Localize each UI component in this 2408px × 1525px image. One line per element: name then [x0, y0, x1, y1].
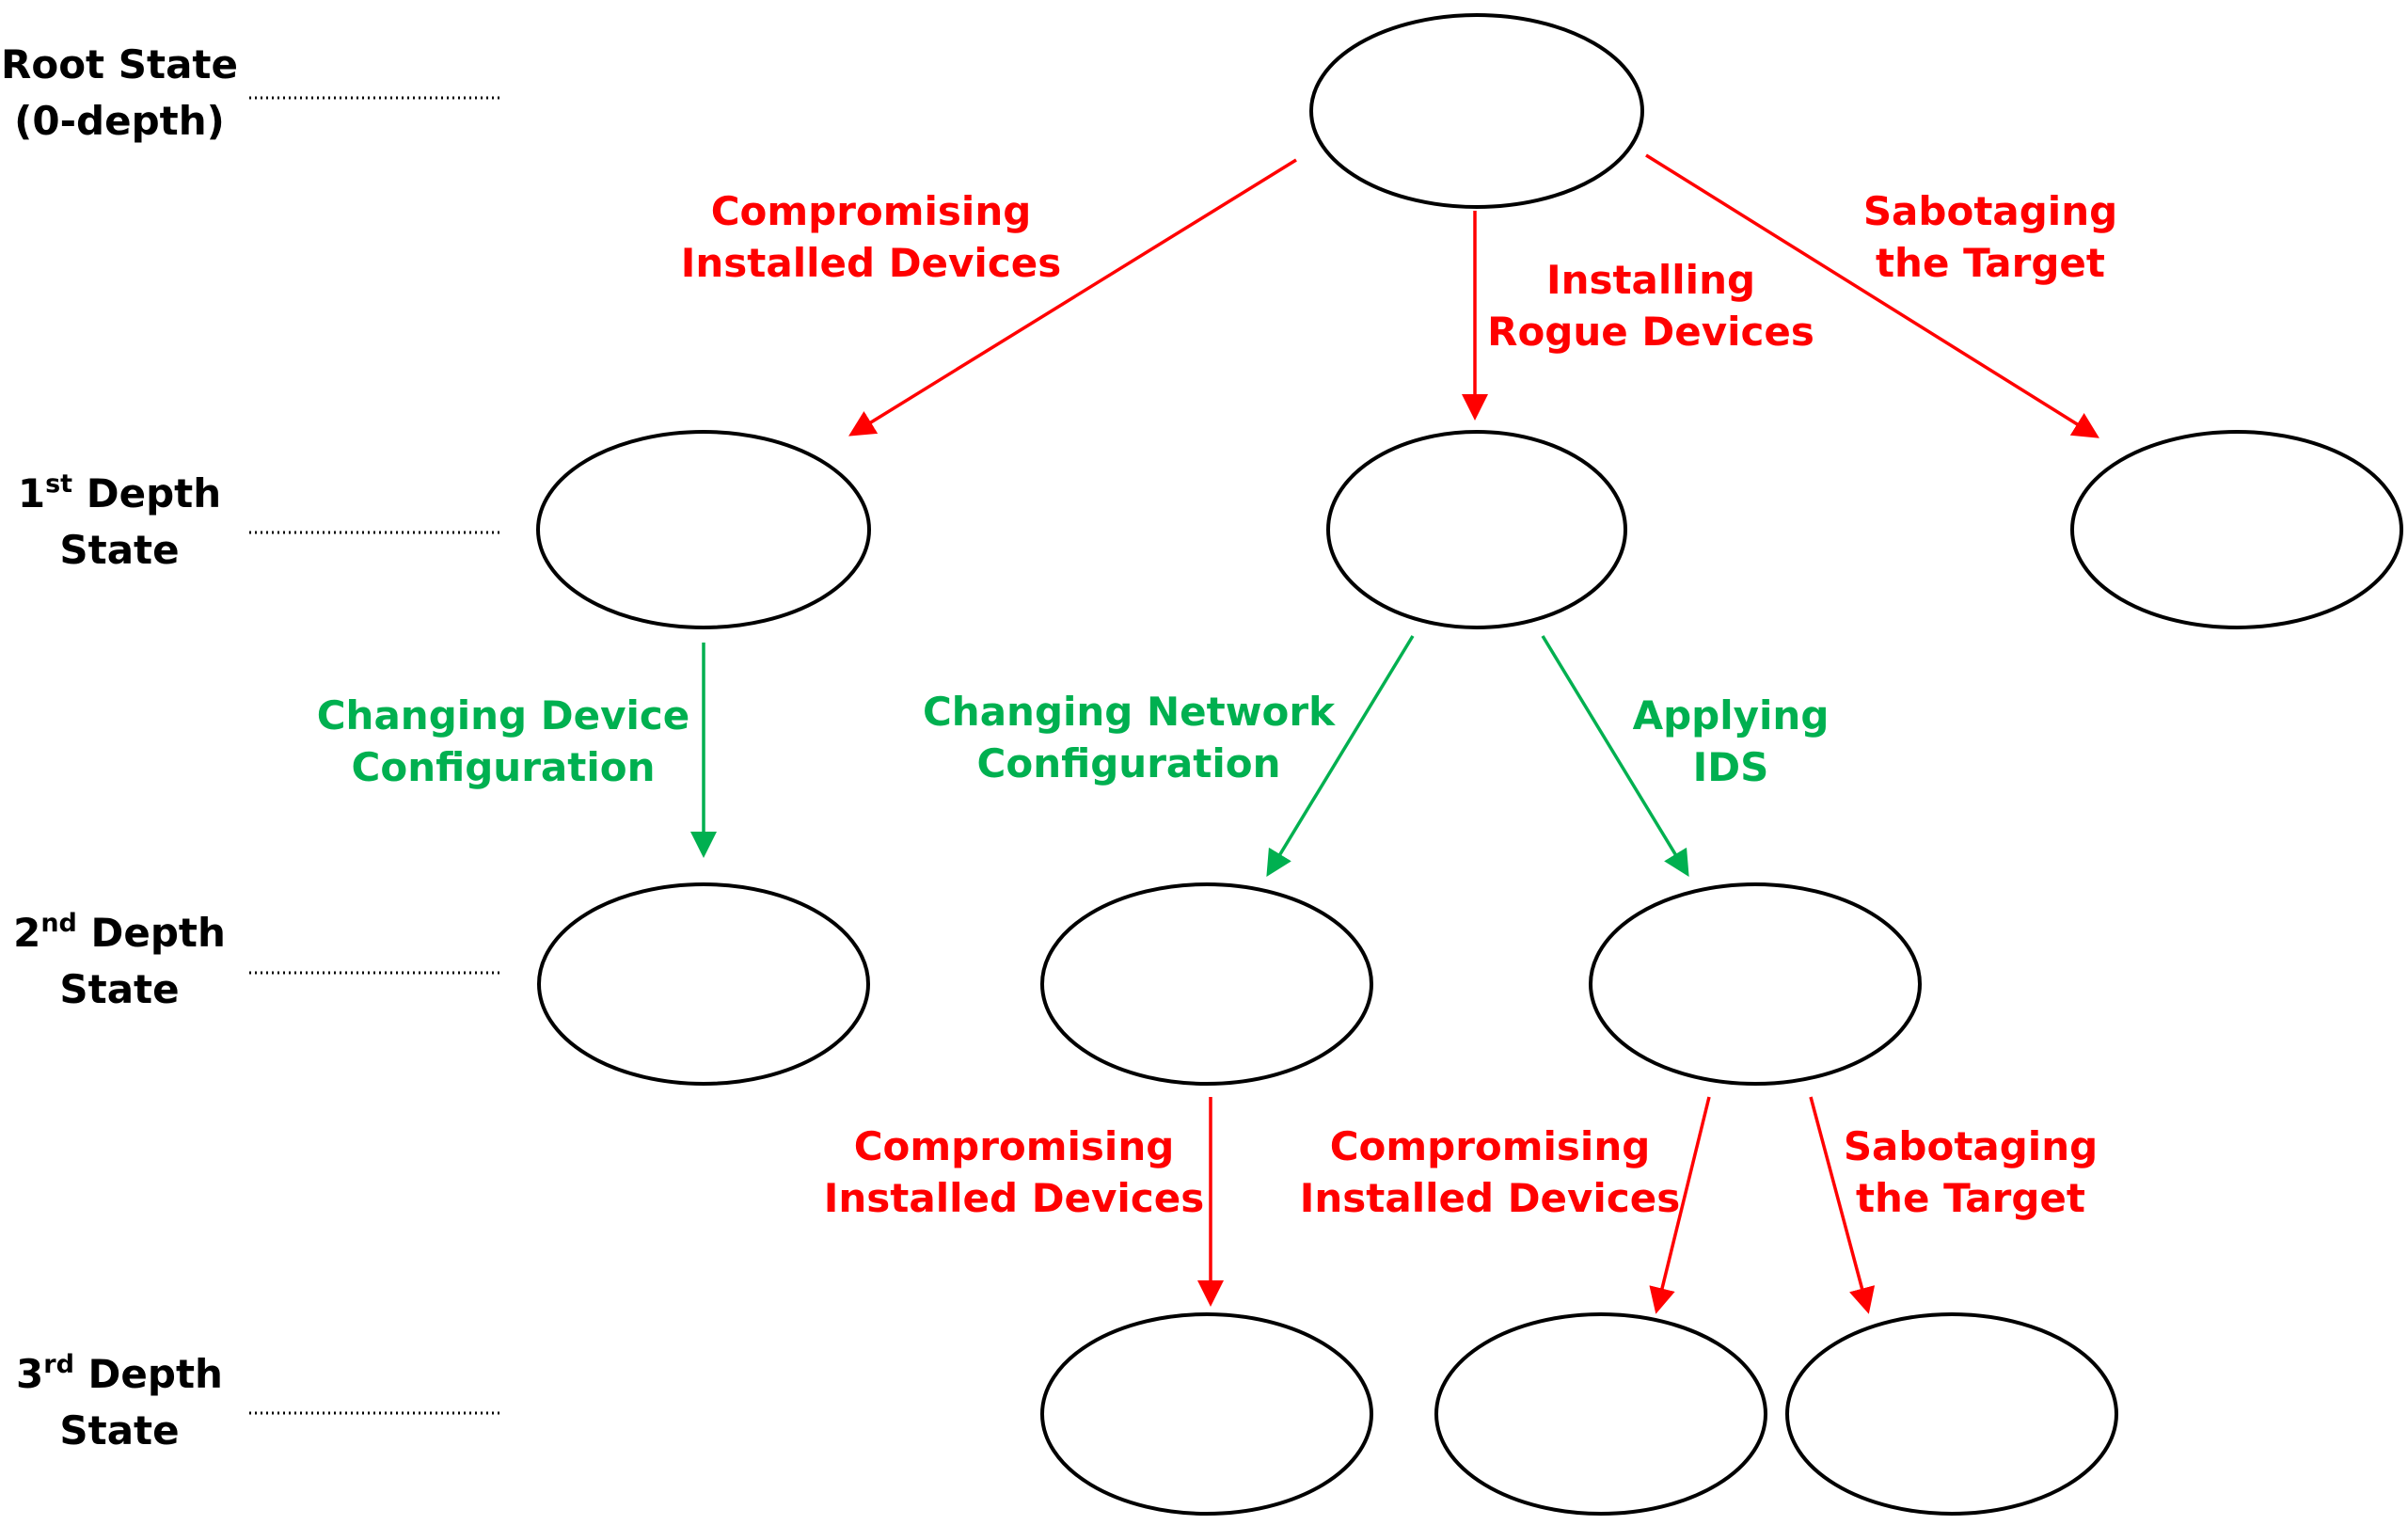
depth-ordinal-suffix: nd: [40, 909, 77, 938]
edge-label-left-left2: Changing Device Configuration: [317, 692, 690, 790]
edge-label-line1: Compromising: [711, 188, 1032, 234]
depth-label-second: 2nd Depth State: [13, 909, 226, 1012]
edge-arrow-compromising-installed-devices: [1649, 1096, 1711, 1314]
edge-label-line2: Configuration: [352, 744, 656, 790]
edge-label-line2: the Target: [1876, 240, 2105, 286]
edge-arrow-compromising-installed-devices: [848, 158, 1297, 437]
edge-label-line2: Installed Devices: [681, 240, 1061, 286]
edge-label-root-left: Compromising Installed Devices: [681, 188, 1061, 286]
depth-label-second-line2: State: [59, 966, 179, 1012]
edge-label-line1: Compromising: [1330, 1123, 1651, 1169]
depth-label-second-line1: 2nd Depth: [13, 909, 226, 956]
edge-label-line1: Changing Device: [317, 692, 690, 739]
state-node-depth2-network-config[interactable]: [1040, 882, 1373, 1086]
depth-label-third-line2: State: [59, 1407, 179, 1454]
depth-label-third: 3rd Depth State: [16, 1350, 223, 1454]
edge-label-line1: Applying: [1633, 692, 1830, 739]
depth-label-first-line1: 1st Depth: [18, 469, 221, 516]
edge-label-line1: Installing: [1546, 257, 1755, 303]
edge-label-line2: Configuration: [977, 740, 1281, 786]
state-node-depth1-sabotaged[interactable]: [2070, 430, 2403, 629]
edge-arrow-applying-ids: [1541, 635, 1689, 877]
depth-ordinal-suffix: st: [45, 469, 72, 499]
edge-label-line1: Compromising: [854, 1123, 1175, 1169]
edge-label-line1: Sabotaging: [1863, 188, 2117, 234]
state-node-depth3-b[interactable]: [1434, 1312, 1767, 1516]
depth-word: Depth: [74, 1351, 223, 1397]
depth-word: Depth: [72, 470, 221, 516]
state-node-depth1-compromised[interactable]: [536, 430, 871, 629]
depth-ordinal-suffix: rd: [43, 1350, 74, 1379]
state-node-depth2-device-config[interactable]: [537, 882, 870, 1086]
depth-label-root: Root State (0-depth): [1, 41, 238, 144]
edge-label-root-right: Sabotaging the Target: [1863, 188, 2117, 286]
state-node-root[interactable]: [1309, 13, 1644, 209]
edge-label-line1: Sabotaging: [1844, 1123, 2098, 1169]
edge-label-line2: Rogue Devices: [1487, 309, 1814, 355]
depth-label-first-line2: State: [59, 527, 179, 573]
state-node-depth1-rogue[interactable]: [1326, 430, 1627, 629]
depth-label-root-line1: Root State: [1, 41, 238, 87]
depth-label-root-line2: (0-depth): [14, 98, 225, 144]
edge-label-mid2-a3: Compromising Installed Devices: [824, 1123, 1204, 1221]
depth-number: 1: [18, 470, 45, 516]
edge-label-root-mid: Installing Rogue Devices: [1487, 257, 1814, 355]
edge-label-mid-mid2: Changing Network Configuration: [923, 689, 1336, 786]
depth-word: Depth: [77, 910, 226, 956]
state-node-depth3-c[interactable]: [1785, 1312, 2118, 1516]
depth-label-first: 1st Depth State: [18, 469, 221, 573]
edge-label-line2: Installed Devices: [824, 1175, 1204, 1221]
edge-label-right2-c3: Sabotaging the Target: [1844, 1123, 2098, 1221]
edge-arrow-sabotaging-the-target: [1809, 1096, 1876, 1314]
edge-arrow-changing-network-configuration: [1266, 635, 1415, 877]
edge-arrow-sabotaging-the-target: [1645, 153, 2099, 438]
edge-label-line1: Changing Network: [923, 689, 1336, 735]
state-node-depth3-a[interactable]: [1040, 1312, 1373, 1516]
depth-number: 3: [16, 1351, 43, 1397]
edge-label-right2-b3: Compromising Installed Devices: [1300, 1123, 1680, 1221]
edge-label-line2: IDS: [1693, 744, 1769, 790]
depth-label-third-line1: 3rd Depth: [16, 1350, 223, 1397]
state-node-depth2-ids[interactable]: [1589, 882, 1922, 1086]
edge-label-line2: the Target: [1856, 1175, 2085, 1221]
edge-label-line2: Installed Devices: [1300, 1175, 1680, 1221]
edge-label-mid-right2: Applying IDS: [1633, 692, 1830, 790]
depth-number: 2: [13, 910, 40, 956]
